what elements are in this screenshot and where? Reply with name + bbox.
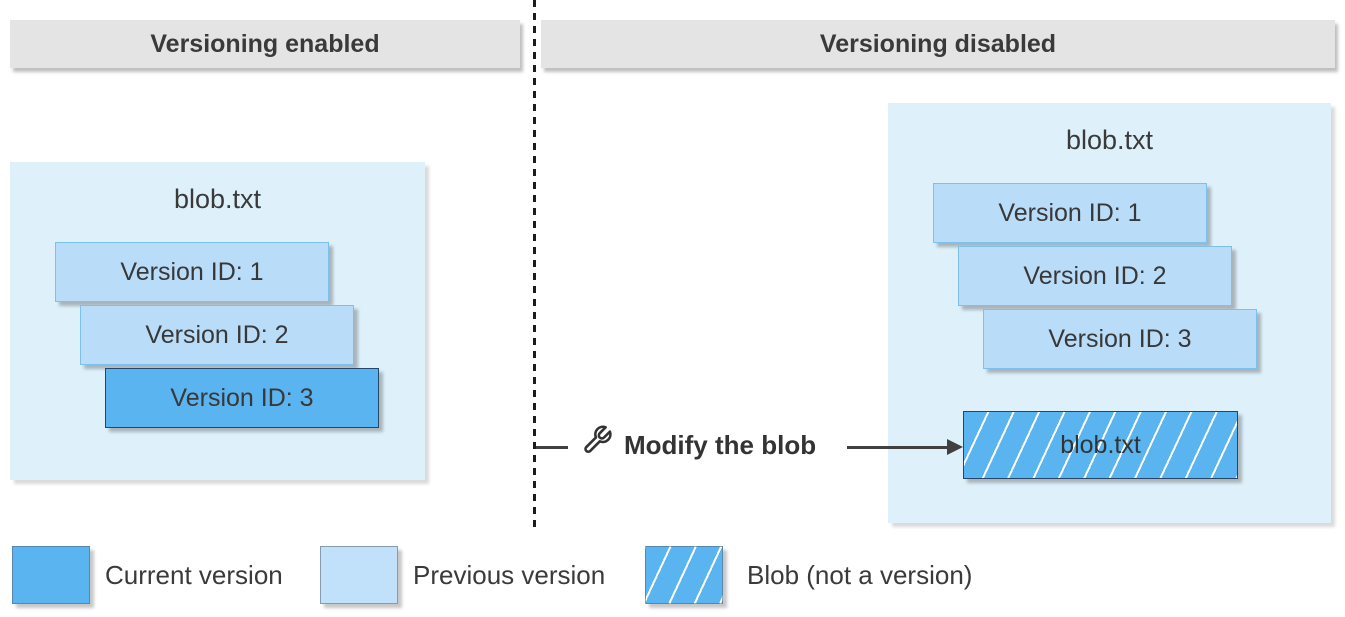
version-box-previous: Version ID: 2 bbox=[80, 305, 354, 365]
current-version-swatch bbox=[12, 546, 90, 604]
versioning-enabled-container: blob.txt Version ID: 1 Version ID: 2 Ver… bbox=[10, 162, 425, 480]
panel-divider-dashed-line bbox=[533, 0, 536, 530]
version-box-previous: Version ID: 3 bbox=[983, 309, 1257, 369]
blob-title: blob.txt bbox=[1065, 125, 1154, 155]
blob-title: blob.txt bbox=[173, 184, 262, 214]
divider-connector-line bbox=[536, 446, 568, 449]
previous-version-label: Previous version bbox=[413, 560, 606, 590]
version-box-previous: Version ID: 2 bbox=[958, 246, 1232, 306]
blob-hatched-swatch bbox=[645, 546, 723, 604]
modify-arrow-head bbox=[947, 439, 963, 455]
version-box-current: Version ID: 3 bbox=[105, 368, 379, 428]
version-box-previous: Version ID: 1 bbox=[55, 242, 329, 302]
modify-the-blob-label: Modify the blob bbox=[624, 430, 817, 460]
versioning-disabled-header: Versioning disabled bbox=[541, 20, 1335, 68]
versioning-disabled-container: blob.txt Version ID: 1 Version ID: 2 Ver… bbox=[888, 103, 1331, 523]
modify-arrow-line bbox=[847, 446, 949, 449]
wrench-icon bbox=[576, 420, 620, 469]
version-box-previous: Version ID: 1 bbox=[933, 183, 1207, 243]
versioning-enabled-header: Versioning enabled bbox=[10, 20, 520, 68]
previous-version-swatch bbox=[320, 546, 398, 604]
blob-not-a-version-label: Blob (not a version) bbox=[747, 560, 973, 590]
current-version-label: Current version bbox=[105, 560, 283, 590]
blob-not-a-version-box: blob.txt bbox=[963, 411, 1238, 479]
